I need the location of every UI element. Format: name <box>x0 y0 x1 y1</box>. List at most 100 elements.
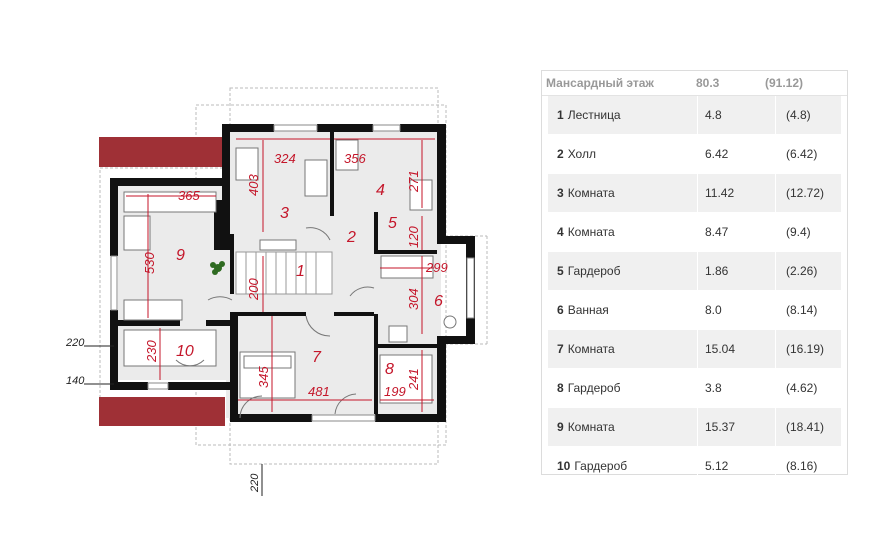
room-number-2: 2 <box>346 229 356 246</box>
room-number-5: 5 <box>388 215 397 232</box>
room-number: 3 <box>557 186 564 200</box>
room-name: Комната <box>567 420 615 434</box>
room-name: Гардероб <box>574 459 628 473</box>
room-total-cell: (4.62) <box>786 381 818 395</box>
dim-120: 120 <box>406 226 421 248</box>
room-number: 10 <box>557 459 571 473</box>
room-area-cell: 11.42 <box>698 174 776 212</box>
room-number: 9 <box>557 420 564 434</box>
room-total-cell: (4.8) <box>786 108 811 122</box>
room-total-cell: (6.42) <box>786 147 818 161</box>
room-number: 6 <box>557 303 564 317</box>
room-number-1: 1 <box>296 263 305 280</box>
header-floor-title: Мансардный этаж <box>546 76 654 90</box>
ext-dim-140-left: 140 <box>66 375 85 387</box>
room-number-7: 7 <box>312 349 322 366</box>
doors <box>175 227 375 419</box>
dim-356: 356 <box>344 151 366 166</box>
plant-icon <box>210 261 225 275</box>
room-number-4: 4 <box>376 182 385 199</box>
room-name: Ванная <box>567 303 609 317</box>
room-area-cell: 8.47 <box>698 213 776 251</box>
header-area: 80.3 <box>696 76 720 90</box>
room-total-cell: (16.19) <box>786 342 825 356</box>
room-area-cell: 3.8 <box>698 369 776 407</box>
dim-230: 230 <box>144 340 159 363</box>
room-name: Комната <box>567 225 615 239</box>
room-area-cell: 4.8 <box>698 96 776 134</box>
room-total-cell: (9.4) <box>786 225 811 239</box>
dim-241: 241 <box>406 368 421 391</box>
room-number-8: 8 <box>385 361 394 378</box>
room-number: 2 <box>557 147 564 161</box>
table-header: Мансардный этаж 80.3 (91.12) <box>542 71 847 96</box>
dim-299: 299 <box>425 260 448 275</box>
dim-403: 403 <box>246 174 261 196</box>
roof-eave-bottom <box>99 397 225 426</box>
room-total-cell: (2.26) <box>786 264 818 278</box>
room-name: Гардероб <box>567 381 621 395</box>
header-total: (91.12) <box>765 76 804 90</box>
external-dimension-lines <box>84 345 263 496</box>
room-name: Комната <box>567 342 615 356</box>
room-total-cell: (8.16) <box>786 459 818 473</box>
windows <box>110 124 475 422</box>
ext-dim-220-bottom: 220 <box>249 473 261 493</box>
room-name: Лестница <box>567 108 621 122</box>
room-number-6: 6 <box>434 293 443 310</box>
ext-dim-220-left: 220 <box>65 337 85 349</box>
dim-345: 345 <box>256 366 271 388</box>
room-name: Холл <box>567 147 596 161</box>
room-number-9: 9 <box>176 247 185 264</box>
room-number: 8 <box>557 381 564 395</box>
room-area-cell: 15.04 <box>698 330 776 368</box>
dim-199: 199 <box>384 384 406 399</box>
roof-eave-top <box>99 137 225 167</box>
dim-271: 271 <box>406 170 421 193</box>
room-name: Комната <box>567 186 615 200</box>
furniture <box>123 139 457 404</box>
room-area-cell: 15.37 <box>698 408 776 446</box>
room-area-cell: 5.12 <box>698 447 776 485</box>
room-number-3: 3 <box>280 205 289 222</box>
dim-530: 530 <box>142 252 157 274</box>
dim-365: 365 <box>178 188 200 203</box>
room-number: 7 <box>557 342 564 356</box>
dim-304: 304 <box>406 288 421 310</box>
room-number-10: 10 <box>176 343 194 360</box>
room-area-cell: 6.42 <box>698 135 776 173</box>
room-total-cell: (18.41) <box>786 420 825 434</box>
dimension-lines <box>126 138 435 412</box>
room-number: 4 <box>557 225 564 239</box>
room-number: 1 <box>557 108 564 122</box>
room-total-cell: (8.14) <box>786 303 818 317</box>
dim-481: 481 <box>308 384 330 399</box>
room-area-cell: 8.0 <box>698 291 776 329</box>
dim-200: 200 <box>246 278 261 301</box>
stairs <box>235 251 333 295</box>
floor-plan: 324 356 403 271 365 530 120 299 200 304 … <box>65 87 488 496</box>
dim-324: 324 <box>274 151 296 166</box>
room-area-cell: 1.86 <box>698 252 776 290</box>
